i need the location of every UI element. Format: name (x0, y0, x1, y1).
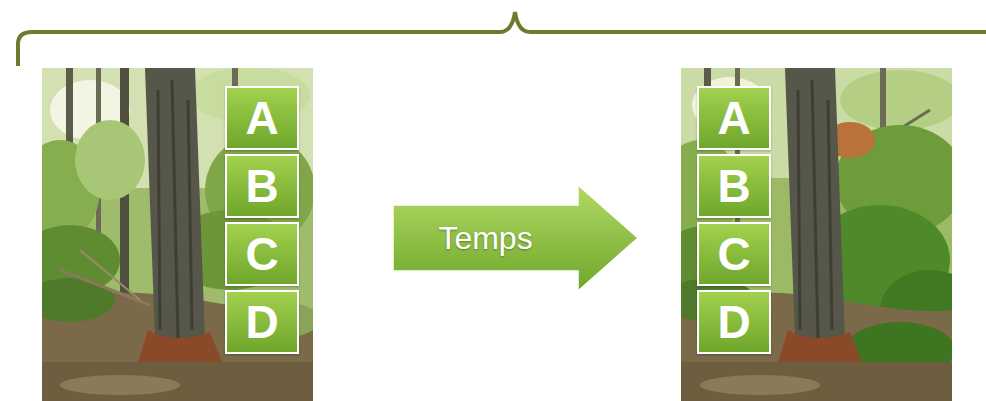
box-letter: B (245, 160, 278, 212)
box-letter: A (245, 92, 278, 144)
text-holder: B (245, 163, 278, 209)
box-letter: C (717, 228, 750, 280)
time-arrow: Temps (393, 185, 638, 291)
box-letter: A (717, 92, 750, 144)
label-box: A (225, 86, 299, 150)
label-box: D (697, 290, 771, 354)
box-letter: C (245, 228, 278, 280)
text-holder: A (245, 95, 278, 141)
label-box: D (225, 290, 299, 354)
box-letter: D (717, 296, 750, 348)
box-letter: D (245, 296, 278, 348)
text-holder: C (717, 231, 750, 277)
text-holder: C (245, 231, 278, 277)
label-box: B (225, 154, 299, 218)
arrow-outline (393, 185, 638, 291)
label-box: C (697, 222, 771, 286)
bracket (18, 12, 986, 66)
text-holder: A (717, 95, 750, 141)
forest-photo (681, 68, 952, 401)
text-holder: D (717, 299, 750, 345)
text-holder: Temps (393, 185, 578, 291)
box-letter: B (717, 160, 750, 212)
label-box: A (697, 86, 771, 150)
arrow-label: Temps (438, 222, 532, 254)
forest-photo (42, 68, 313, 401)
text-holder: D (245, 299, 278, 345)
label-box: C (225, 222, 299, 286)
label-box: B (697, 154, 771, 218)
text-holder: B (717, 163, 750, 209)
